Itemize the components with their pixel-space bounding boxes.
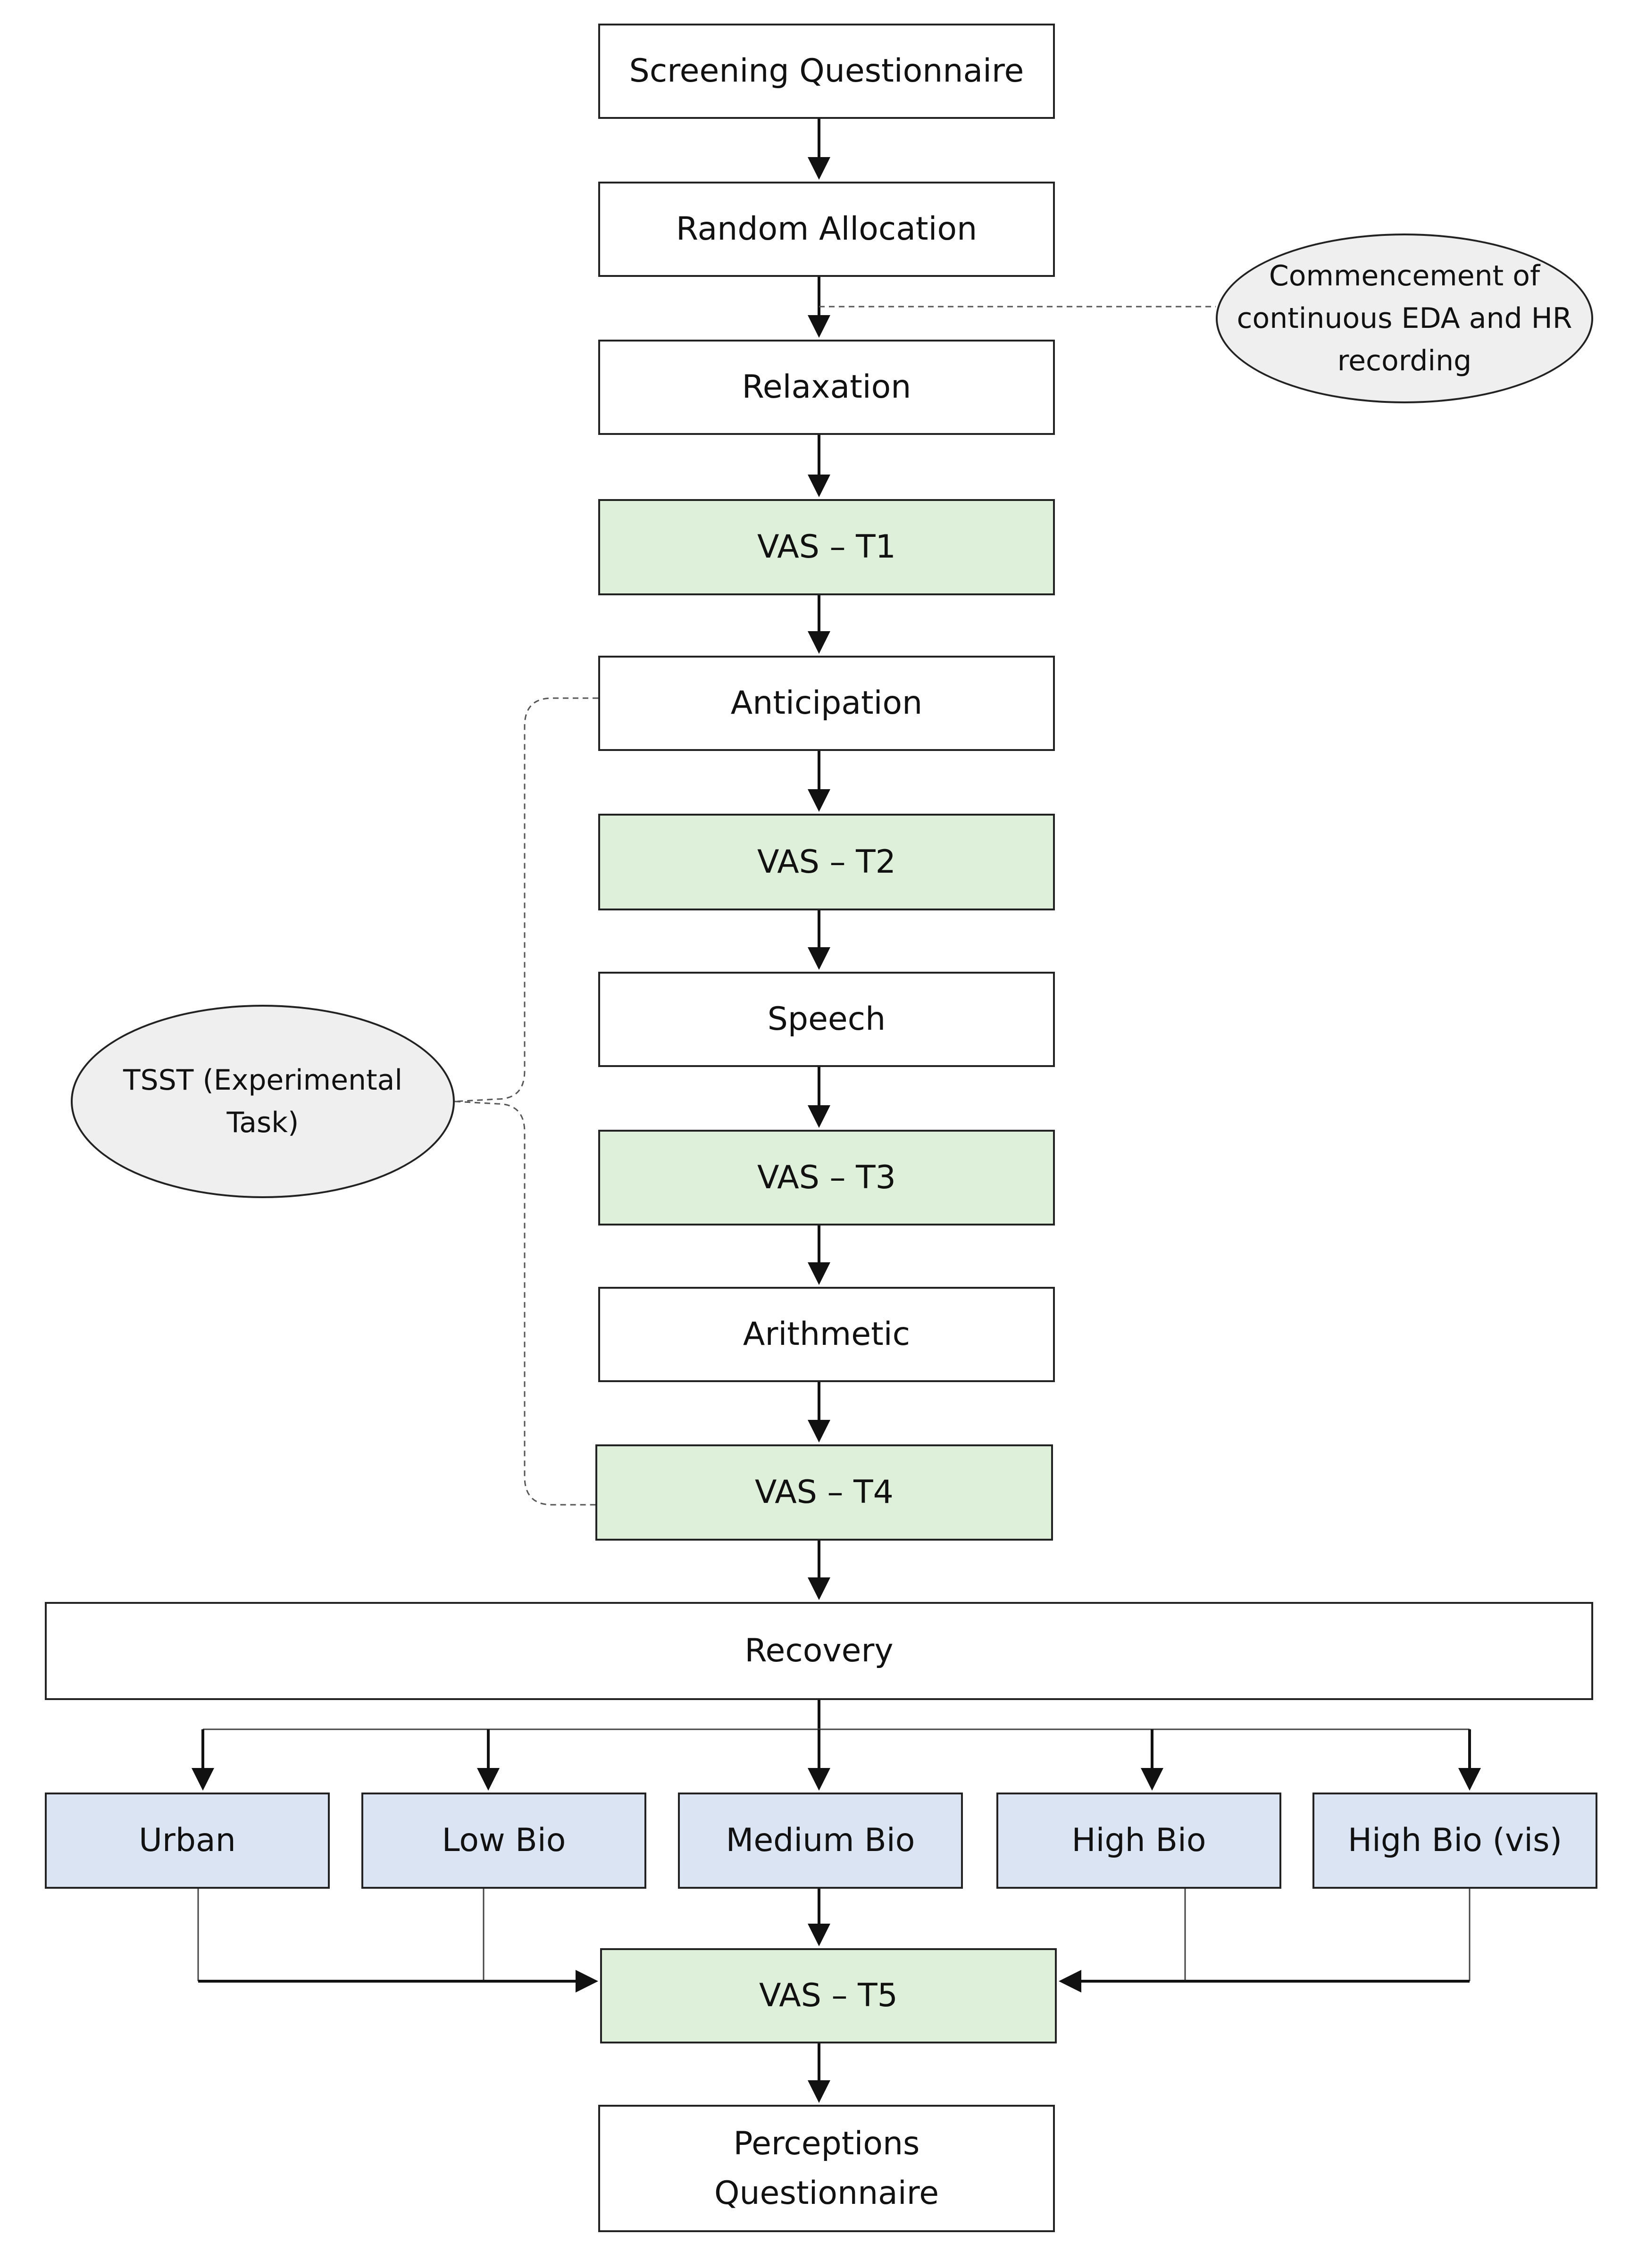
vas-t5-box: VAS – T5 (600, 1948, 1057, 2043)
medium-bio-condition-box: Medium Bio (678, 1793, 963, 1889)
urban-condition-box: Urban (45, 1793, 330, 1889)
high-bio-vis-condition-box: High Bio (vis) (1312, 1793, 1597, 1889)
perceptions-questionnaire-box: Perceptions Questionnaire (598, 2105, 1055, 2232)
vas-t2-box: VAS – T2 (598, 814, 1055, 910)
low-bio-condition-box: Low Bio (361, 1793, 646, 1889)
high-bio-condition-box: High Bio (996, 1793, 1281, 1889)
relaxation-box: Relaxation (598, 340, 1055, 435)
vas-t3-box: VAS – T3 (598, 1130, 1055, 1226)
vas-t4-box: VAS – T4 (595, 1444, 1053, 1541)
recording-note-ellipse: Commencement of continuous EDA and HR re… (1216, 233, 1593, 403)
vas-t1-box: VAS – T1 (598, 499, 1055, 595)
recovery-box: Recovery (45, 1602, 1593, 1700)
random-allocation-box: Random Allocation (598, 182, 1055, 277)
tsst-note-ellipse: TSST (Experimental Task) (71, 1005, 455, 1198)
screening-questionnaire-box: Screening Questionnaire (598, 24, 1055, 119)
arithmetic-box: Arithmetic (598, 1287, 1055, 1382)
speech-box: Speech (598, 972, 1055, 1067)
tsst-bracket (454, 697, 598, 1506)
anticipation-box: Anticipation (598, 656, 1055, 751)
